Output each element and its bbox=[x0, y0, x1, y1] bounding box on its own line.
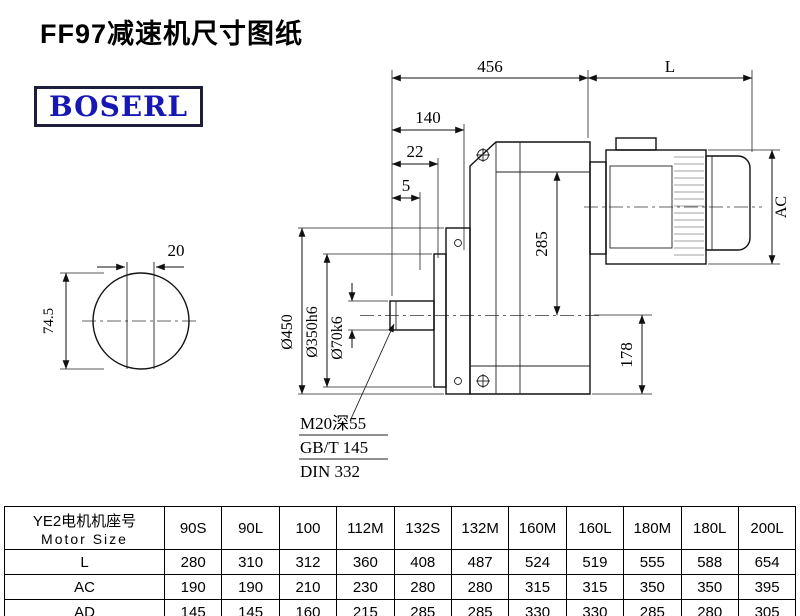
dia-spigot-label: Ø350h6 bbox=[304, 306, 321, 358]
size-col-header: 200L bbox=[737, 506, 797, 550]
reducer-dimension-drawing: 20 74.5 bbox=[41, 57, 790, 481]
cell: 280 bbox=[680, 599, 739, 616]
cell: 280 bbox=[450, 574, 510, 600]
cell: 305 bbox=[737, 599, 797, 616]
note-din-label: DIN 332 bbox=[300, 462, 360, 481]
size-col-header: 90S bbox=[163, 506, 223, 550]
table-row-L: L 280 310 312 360 408 487 524 519 555 58… bbox=[4, 549, 797, 575]
cell: 312 bbox=[278, 549, 338, 575]
motor-size-header-cn: YE2电机机座号 bbox=[32, 512, 137, 530]
gear-housing bbox=[469, 141, 591, 395]
cell: 285 bbox=[450, 599, 510, 616]
cell: 310 bbox=[221, 549, 280, 575]
cell: 285 bbox=[393, 599, 452, 616]
dim-22-label: 22 bbox=[407, 142, 424, 161]
motor-size-header-cell: YE2电机机座号 Motor Size bbox=[4, 506, 165, 550]
dim-L-label: L bbox=[665, 57, 675, 76]
cell: 190 bbox=[163, 574, 223, 600]
cell: 524 bbox=[508, 549, 567, 575]
size-col-header: 132S bbox=[393, 506, 452, 550]
output-flange bbox=[445, 227, 471, 395]
cell: 487 bbox=[450, 549, 510, 575]
cell: 210 bbox=[278, 574, 338, 600]
cell: 588 bbox=[680, 549, 739, 575]
cell: 315 bbox=[508, 574, 567, 600]
cell: 395 bbox=[737, 574, 797, 600]
row-label: AC bbox=[4, 574, 165, 600]
motor bbox=[589, 137, 751, 265]
bolt-mark-bottom bbox=[476, 374, 490, 388]
cell: 280 bbox=[163, 549, 223, 575]
dim-5-label: 5 bbox=[402, 176, 411, 195]
size-col-header: 180L bbox=[680, 506, 739, 550]
boserl-logo: BOSERL bbox=[34, 86, 204, 127]
size-col-header: 112M bbox=[336, 506, 395, 550]
dim-140-label: 140 bbox=[415, 108, 441, 127]
cell: 215 bbox=[336, 599, 395, 616]
size-col-header: 180M bbox=[623, 506, 682, 550]
row-label: AD bbox=[4, 599, 165, 616]
cell: 230 bbox=[336, 574, 395, 600]
note-thread-label: M20深55 bbox=[300, 414, 366, 433]
cell: 145 bbox=[163, 599, 223, 616]
cell: 280 bbox=[393, 574, 452, 600]
cell: 360 bbox=[336, 549, 395, 575]
shaft-section-view: 20 74.5 bbox=[41, 241, 200, 370]
table-row-AD: AD 145 145 160 215 285 285 330 330 285 2… bbox=[4, 599, 797, 616]
dimensions: 456 L 140 22 5 285 178 AC bbox=[279, 57, 790, 395]
motor-stator bbox=[609, 165, 673, 249]
dim-key-height-label: 74.5 bbox=[41, 308, 57, 334]
thread-notes: M20深55 GB/T 145 DIN 332 bbox=[299, 323, 395, 481]
dia-shaft-label: Ø70k6 bbox=[329, 316, 346, 360]
dim-key-width-label: 20 bbox=[168, 241, 185, 260]
motor-fan-cover bbox=[705, 155, 751, 251]
dim-285-label: 285 bbox=[532, 231, 551, 257]
cell: 350 bbox=[623, 574, 682, 600]
cell: 330 bbox=[565, 599, 625, 616]
motor-terminal-box bbox=[615, 137, 657, 151]
page-title: FF97减速机尺寸图纸 bbox=[40, 19, 304, 49]
cell: 519 bbox=[565, 549, 625, 575]
flange-spigot bbox=[433, 253, 447, 388]
reducer-main-view bbox=[360, 141, 762, 395]
cell: 330 bbox=[508, 599, 567, 616]
size-col-header: 132M bbox=[450, 506, 510, 550]
size-col-header: 160M bbox=[508, 506, 567, 550]
cell: 350 bbox=[680, 574, 739, 600]
dia-flange-label: Ø450 bbox=[279, 314, 296, 350]
size-col-header: 90L bbox=[221, 506, 280, 550]
boserl-logo-text: BOSERL bbox=[49, 90, 189, 123]
cell: 145 bbox=[221, 599, 280, 616]
cell: 555 bbox=[623, 549, 682, 575]
table-row-AC: AC 190 190 210 230 280 280 315 315 350 3… bbox=[4, 574, 797, 600]
cell: 408 bbox=[393, 549, 452, 575]
cell: 285 bbox=[623, 599, 682, 616]
dim-178-label: 178 bbox=[617, 342, 636, 368]
cell: 654 bbox=[737, 549, 797, 575]
size-col-header: 100 bbox=[278, 506, 338, 550]
size-col-header: 160L bbox=[565, 506, 625, 550]
motor-size-header-en: Motor Size bbox=[41, 530, 128, 547]
table-header-row: YE2电机机座号 Motor Size 90S 90L 100 112M 132… bbox=[4, 506, 797, 550]
row-label: L bbox=[4, 549, 165, 575]
motor-adapter bbox=[589, 161, 607, 255]
dim-AC-label: AC bbox=[773, 196, 790, 218]
cell: 190 bbox=[221, 574, 280, 600]
bolt-mark-top bbox=[476, 148, 490, 162]
motor-size-table: YE2电机机座号 Motor Size 90S 90L 100 112M 132… bbox=[4, 506, 797, 616]
note-gb-label: GB/T 145 bbox=[300, 438, 368, 457]
cell: 315 bbox=[565, 574, 625, 600]
cell: 160 bbox=[278, 599, 338, 616]
dim-456-label: 456 bbox=[477, 57, 503, 76]
